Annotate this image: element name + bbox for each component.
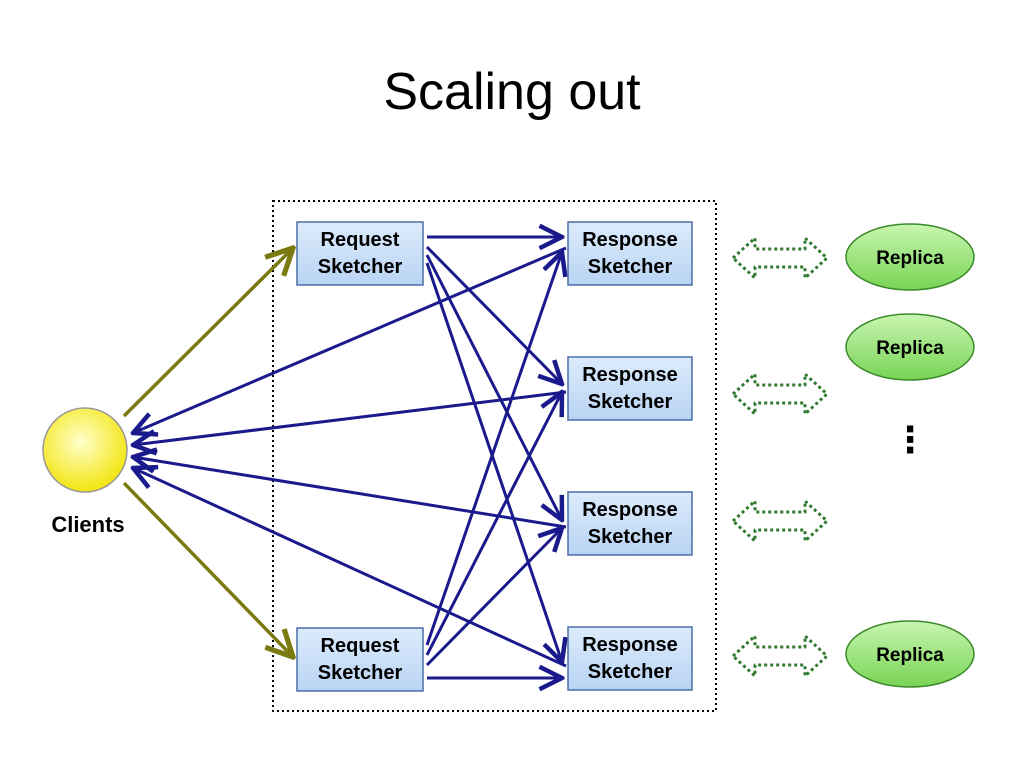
arrow-req2-resp1	[425, 252, 562, 646]
clients-label: Clients	[51, 512, 124, 537]
double-arrow-4-icon	[731, 634, 829, 678]
arrow-clients-req2	[122, 481, 293, 657]
response-sketcher-3-line2: Sketcher	[588, 526, 673, 548]
request-sketcher-1-line1: Request	[321, 229, 400, 251]
replica-3: Replica	[845, 620, 975, 688]
request-sketcher-2: Request Sketcher	[296, 627, 424, 692]
response-sketcher-3: Response Sketcher	[567, 491, 693, 556]
arrow-resp4-clients	[133, 468, 567, 668]
replica-1: Replica	[845, 223, 975, 291]
clients-node	[42, 407, 128, 493]
response-sketcher-4-line2: Sketcher	[588, 661, 673, 683]
request-sketcher-2-line1: Request	[321, 635, 400, 657]
replica-3-label: Replica	[876, 645, 944, 666]
replica-1-label: Replica	[876, 248, 944, 269]
arrow-req1-resp3	[425, 254, 562, 520]
response-sketcher-2-line1: Response	[582, 364, 678, 386]
response-sketcher-3-line1: Response	[582, 499, 678, 521]
response-sketcher-1: Response Sketcher	[567, 221, 693, 286]
response-sketcher-4-line1: Response	[582, 634, 678, 656]
arrow-resp1-clients	[133, 246, 567, 433]
arrow-clients-req1	[122, 248, 293, 418]
replica-2: Replica	[845, 313, 975, 381]
double-arrow-2-icon	[731, 372, 829, 416]
arrow-resp2-clients	[133, 390, 567, 445]
ellipsis-icon: ⋮	[892, 420, 928, 461]
sketcher-container	[272, 200, 717, 712]
double-arrow-1-icon	[731, 236, 829, 280]
arrow-req1-resp4	[425, 262, 562, 662]
request-sketcher-1-line2: Sketcher	[318, 256, 403, 278]
arrow-resp3-clients	[133, 457, 567, 529]
arrow-req1-resp2	[425, 245, 562, 384]
double-arrows	[731, 236, 829, 678]
response-sketcher-1-line2: Sketcher	[588, 256, 673, 278]
request-sketcher-1: Request Sketcher	[296, 221, 424, 286]
arrow-req2-resp3	[425, 528, 562, 667]
double-arrow-3-icon	[731, 499, 829, 543]
request-sketcher-2-line2: Sketcher	[318, 662, 403, 684]
response-sketcher-1-line1: Response	[582, 229, 678, 251]
response-sketcher-2: Response Sketcher	[567, 356, 693, 421]
response-to-client-arrows	[133, 246, 567, 668]
client-to-request-arrows	[122, 248, 293, 657]
page-title: Scaling out	[383, 63, 641, 121]
response-sketcher-2-line2: Sketcher	[588, 391, 673, 413]
response-sketcher-4: Response Sketcher	[567, 626, 693, 691]
replica-2-label: Replica	[876, 338, 944, 359]
